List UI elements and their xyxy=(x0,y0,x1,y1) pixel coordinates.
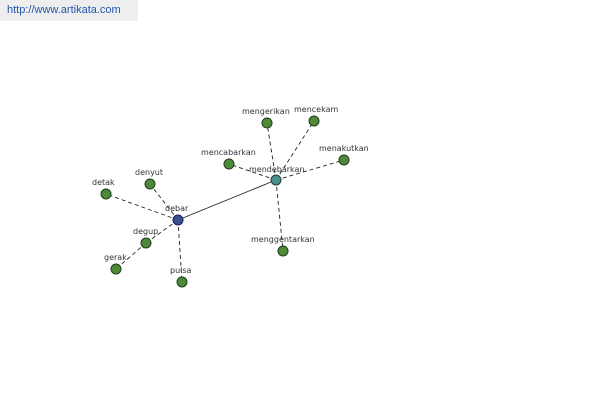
node-label-mendebarkan[interactable]: mendebarkan xyxy=(249,165,305,174)
node-degup[interactable] xyxy=(140,237,152,249)
node-debar[interactable] xyxy=(172,214,184,226)
node-label-pulsa[interactable]: pulsa xyxy=(170,266,192,275)
node-mengerikan[interactable] xyxy=(261,117,273,129)
node-detak[interactable] xyxy=(100,188,112,200)
node-gerak[interactable] xyxy=(110,263,122,275)
node-pulsa[interactable] xyxy=(176,276,188,288)
edge-mendebarkan-menakutkan xyxy=(275,159,345,181)
node-label-denyut[interactable]: denyut xyxy=(135,168,163,177)
node-menakutkan[interactable] xyxy=(338,154,350,166)
node-label-gerak[interactable]: gerak xyxy=(104,253,127,262)
node-mencabarkan[interactable] xyxy=(223,158,235,170)
node-mencekam[interactable] xyxy=(308,115,320,127)
edge-debar-mendebarkan xyxy=(177,179,277,221)
edge-debar-detak xyxy=(105,193,179,221)
node-label-menakutkan[interactable]: menakutkan xyxy=(319,144,369,153)
edge-debar-pulsa xyxy=(177,219,183,283)
nodes-layer xyxy=(100,115,350,288)
node-mendebarkan[interactable] xyxy=(270,174,282,186)
edge-mendebarkan-mencabarkan xyxy=(228,163,277,181)
labels-layer: debar mendebarkan detak denyut degup gerak pul… xyxy=(92,105,369,275)
edge-mendebarkan-mengerikan xyxy=(266,122,277,181)
node-label-mengerikan[interactable]: mengerikan xyxy=(242,107,290,116)
edge-debar-denyut xyxy=(149,183,179,221)
node-menggentarkan[interactable] xyxy=(277,245,289,257)
node-label-menggentarkan[interactable]: menggentarkan xyxy=(251,235,315,244)
edge-mendebarkan-mencekam xyxy=(275,120,315,181)
node-denyut[interactable] xyxy=(144,178,156,190)
edge-mendebarkan-menggentarkan xyxy=(275,179,284,252)
node-label-degup[interactable]: degup xyxy=(133,227,158,236)
node-label-debar[interactable]: debar xyxy=(165,204,189,213)
node-label-mencekam[interactable]: mencekam xyxy=(294,105,339,114)
node-label-detak[interactable]: detak xyxy=(92,178,115,187)
edges-layer xyxy=(105,120,345,283)
node-label-mencabarkan[interactable]: mencabarkan xyxy=(201,148,256,157)
site-url-label[interactable]: http://www.artikata.com xyxy=(0,0,138,21)
